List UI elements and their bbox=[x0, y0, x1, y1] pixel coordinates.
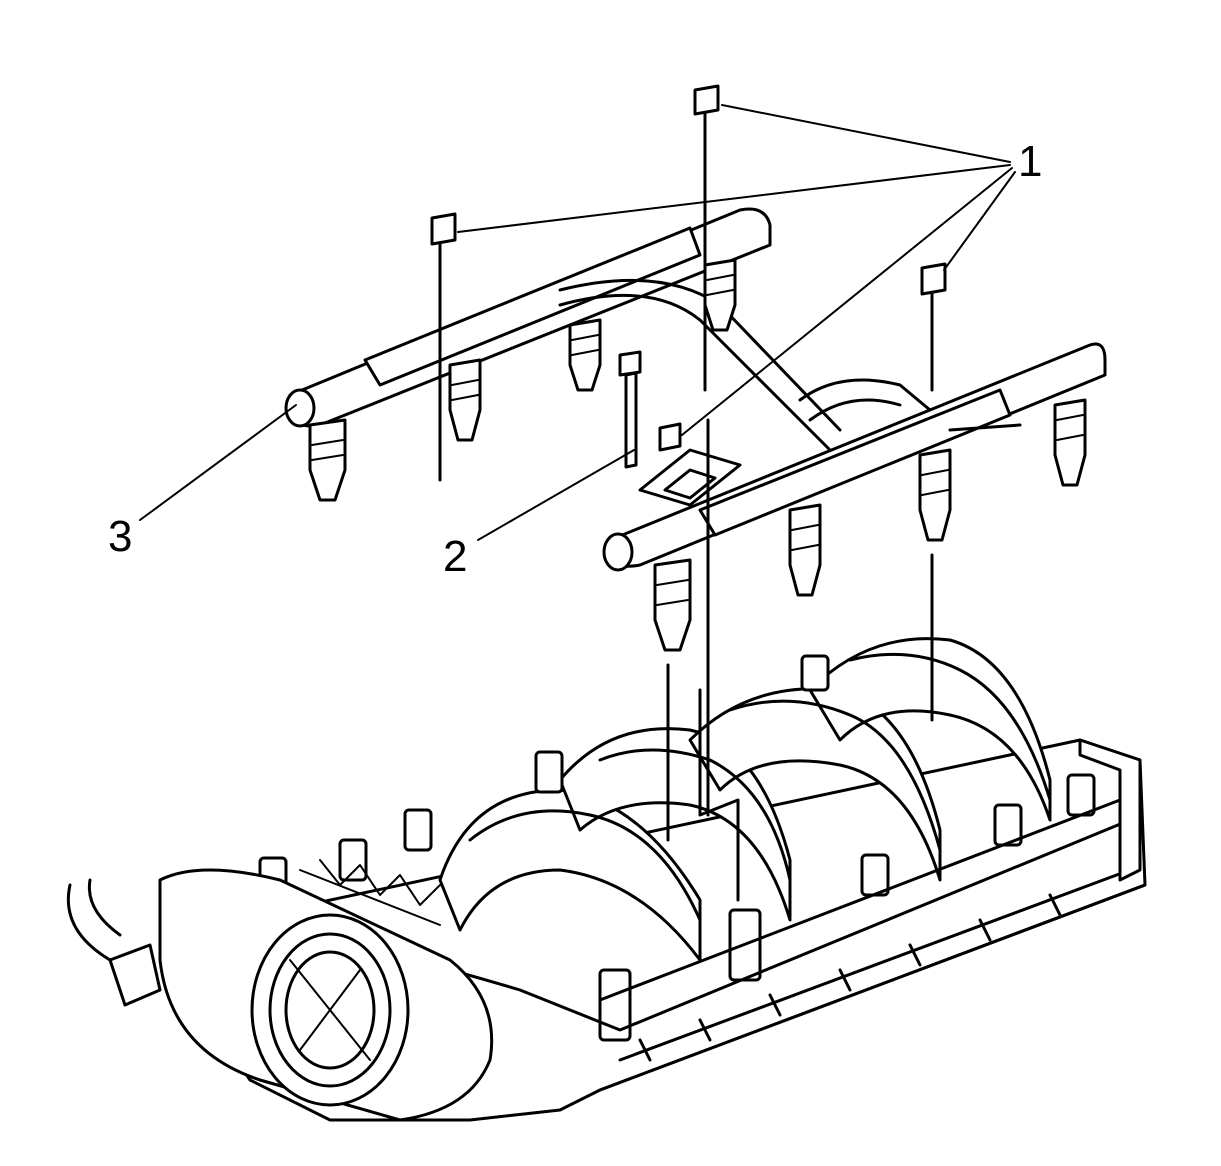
fuel-injector bbox=[703, 258, 737, 332]
callout-label-1: 1 bbox=[1018, 137, 1043, 186]
fuel-injector bbox=[448, 358, 482, 442]
callout-label-3: 3 bbox=[108, 512, 133, 561]
fuel-rail-bolts bbox=[430, 84, 947, 902]
fuel-injector bbox=[788, 503, 822, 597]
throttle-body bbox=[66, 868, 494, 1122]
fuel-rail-assembly bbox=[284, 207, 1107, 652]
leader-lines bbox=[139, 104, 1016, 541]
fuel-injector bbox=[308, 418, 347, 502]
callout-label-2: 2 bbox=[443, 532, 468, 581]
fuel-injector bbox=[1053, 398, 1087, 487]
fuel-injector bbox=[918, 448, 952, 542]
fuel-injector bbox=[568, 318, 602, 392]
fuel-injector bbox=[653, 558, 692, 652]
